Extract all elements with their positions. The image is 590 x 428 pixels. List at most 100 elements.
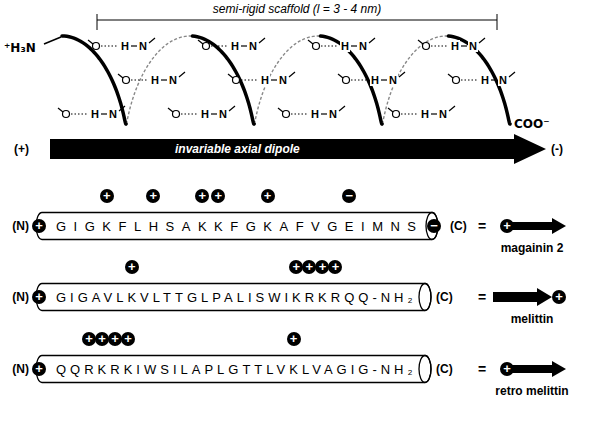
bracket-tick <box>497 14 498 30</box>
charge-symbol: + <box>100 189 114 203</box>
atom-letter: N <box>328 108 338 120</box>
hydrogen-bond <box>181 114 197 115</box>
cylinder-body <box>36 284 431 311</box>
charge-symbol: + <box>32 362 46 376</box>
helix-back-strand <box>126 36 192 124</box>
hydrogen-bond <box>321 46 337 47</box>
cylinder-body <box>36 356 431 383</box>
carbonyl-bond <box>228 74 233 78</box>
sequence-text: GIGAVLKVLTTGLPALISWIKRKRQQ-NH₂ <box>56 290 417 305</box>
carbonyl-bond <box>118 74 123 78</box>
atom-letter: N <box>358 40 368 52</box>
sequence-text: QQRKRKIWSILAPLGTTLVKLVAGIG-NH₂ <box>56 362 417 377</box>
oxygen-atom <box>63 111 70 118</box>
terminus-label: (N) <box>12 219 29 233</box>
charge-symbol: + <box>32 290 46 304</box>
helix-front-strand <box>62 36 126 124</box>
peptide-rod: GIGAVLKVLTTGLPALISWIKRKRQQ-NH₂ <box>36 283 431 311</box>
backbone-bond <box>179 72 185 77</box>
oxygen-atom <box>423 43 430 50</box>
charge-symbol: − <box>342 189 356 203</box>
helix-back-strand <box>254 36 320 124</box>
nh-bond <box>491 79 497 80</box>
cylinder-end <box>419 356 431 383</box>
atom-letter: N <box>498 74 508 86</box>
oxygen-atom <box>343 77 350 84</box>
oxygen-atom <box>203 43 210 50</box>
backbone-bond <box>339 106 345 111</box>
hydrogen-bond <box>101 46 117 47</box>
nh-bond <box>461 45 467 46</box>
charge-symbol: + <box>261 189 275 203</box>
terminus-label: (N) <box>12 290 29 304</box>
atom-letter: N <box>218 108 228 120</box>
charge-symbol: + <box>500 219 514 233</box>
bracket-line <box>97 20 497 21</box>
backbone-bond <box>479 38 485 43</box>
pole-label: (+) <box>14 142 29 156</box>
dipole-symbols <box>493 218 566 377</box>
atom-letter: H <box>120 40 130 52</box>
atom-letter: H <box>230 40 240 52</box>
peptide-rod: GIGKFLHSAKKFGKAFVGEIMNS <box>36 212 438 240</box>
hydrogen-bonds <box>58 38 515 118</box>
atom-letter: N <box>278 74 288 86</box>
carbonyl-bond <box>278 108 283 112</box>
hydrogen-bond <box>241 80 257 81</box>
cylinder-end <box>419 284 431 311</box>
charge-symbol: + <box>211 189 225 203</box>
backbone-bond <box>449 106 455 111</box>
atom-letter: N <box>138 40 148 52</box>
dipole-arrow: invariable axial dipole <box>50 134 546 164</box>
carbonyl-bond <box>168 108 173 112</box>
backbone-bond <box>509 72 515 77</box>
atom-letter: H <box>310 108 320 120</box>
dipole-symbol-arrow <box>512 361 566 377</box>
carbonyl-bond <box>308 40 313 44</box>
carbonyl-bond <box>388 108 393 112</box>
terminus-label: ⁺H₃N <box>4 41 36 55</box>
hydrogen-bond <box>131 80 147 81</box>
nh-bond <box>211 113 217 114</box>
terminus-label: COO⁻ <box>514 117 550 131</box>
pole-label: (-) <box>551 142 563 156</box>
nh-bond <box>431 113 437 114</box>
dimension-note: semi-rigid scaffold (l = 3 - 4 nm) <box>213 2 381 16</box>
helix-backbone <box>44 36 510 124</box>
scaffold-bracket <box>97 14 497 30</box>
backbone-bond <box>399 72 405 77</box>
atom-letter: H <box>200 108 210 120</box>
carbonyl-bond <box>418 40 423 44</box>
charge-symbol: + <box>552 290 566 304</box>
atom-letter: N <box>168 74 178 86</box>
hydrogen-bond <box>351 80 367 81</box>
peptide-name: magainin 2 <box>501 241 564 255</box>
peptide-rod: QQRKRKIWSILAPLGTTLVKLVAGIG-NH₂ <box>36 355 431 383</box>
atom-letter: H <box>420 108 430 120</box>
atom-letter: N <box>248 40 258 52</box>
helix-back-strand <box>382 36 448 124</box>
backbone-bond <box>369 38 375 43</box>
dipole-symbol-arrow <box>512 218 566 234</box>
hydrogen-bond <box>291 114 307 115</box>
oxygen-atom <box>313 43 320 50</box>
equals-sign: = <box>478 219 486 233</box>
terminus-label: (N) <box>12 362 29 376</box>
oxygen-atom <box>93 43 100 50</box>
atom-letter: H <box>260 74 270 86</box>
charge-symbol: + <box>289 260 303 274</box>
bracket-tick <box>97 14 98 30</box>
terminus-label: (C) <box>450 219 467 233</box>
backbone-bond <box>229 106 235 111</box>
charge-symbol: + <box>328 260 342 274</box>
carbonyl-bond <box>58 108 63 112</box>
atom-letter: N <box>388 74 398 86</box>
atom-letter: N <box>468 40 478 52</box>
backbone-bond <box>289 72 295 77</box>
charge-symbol: + <box>32 219 46 233</box>
terminus-label: (C) <box>436 290 453 304</box>
atom-letter: H <box>370 74 380 86</box>
atom-letter: H <box>340 40 350 52</box>
charge-symbol: + <box>315 260 329 274</box>
carbonyl-bond <box>198 40 203 44</box>
